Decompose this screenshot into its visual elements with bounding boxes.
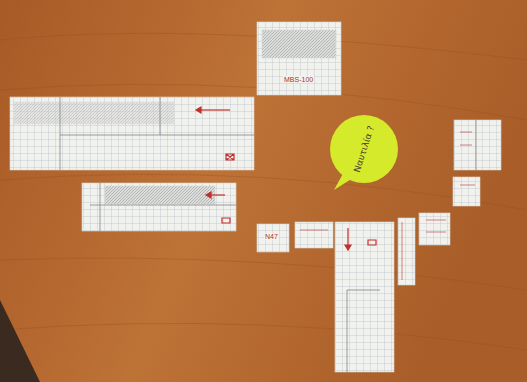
handwritten-label: MBS-100: [283, 76, 314, 83]
bubble-text: Ναυτιλία ?: [351, 121, 378, 177]
speech-bubble: Ναυτιλία ?: [330, 115, 398, 183]
handwritten-label: N47: [264, 233, 279, 240]
